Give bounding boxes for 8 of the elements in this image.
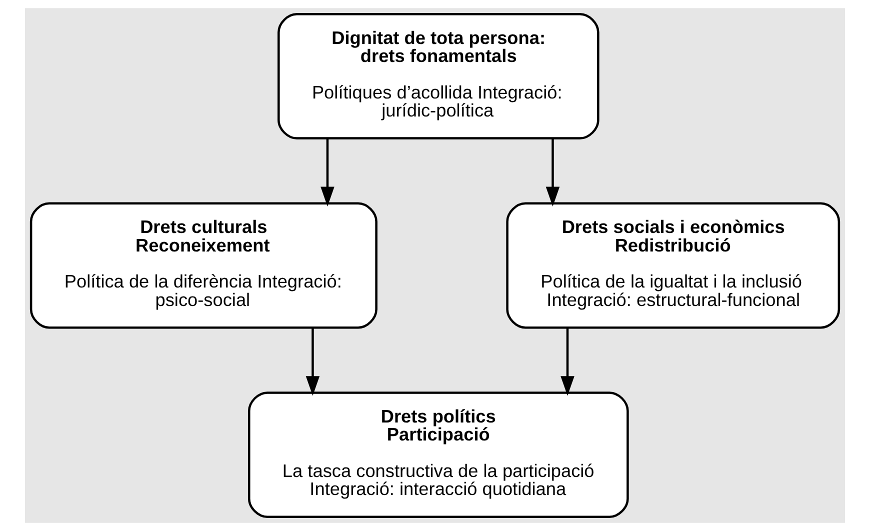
node-box: Drets socials i econòmics Redistribució Política de la igualtat i la inclusió Integració: estructural-funcional [506,202,840,329]
arrow [320,138,334,206]
node-box: Drets polítics Participació La tasca constructiva de la participació Integració: interacció quotidiana [247,392,628,518]
arrow [560,328,574,396]
node-box: Dignitat de tota persona: drets fonamentals Polítiques d’acollida Integració: jurídic-política [277,13,599,140]
node-box: Drets culturals Reconeixement Política de la diferència Integració: psico-social [29,202,377,329]
arrow [545,138,560,206]
arrow [305,328,320,396]
